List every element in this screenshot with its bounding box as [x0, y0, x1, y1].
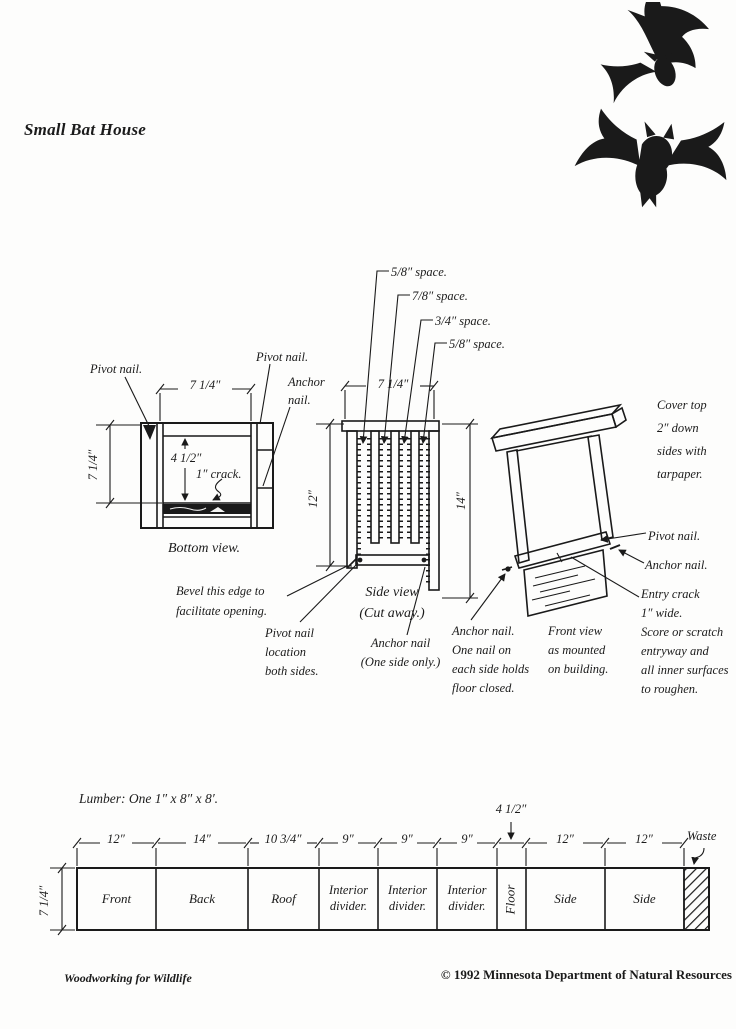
- piece-back: Back: [189, 890, 215, 906]
- side-view-width-dim: 7 1/4″: [377, 377, 409, 391]
- lumber-diagram: [50, 822, 710, 936]
- page-title: Small Bat House: [24, 120, 147, 139]
- piece-divider-2: Interior divider.: [388, 883, 427, 913]
- dim-side-2: 12″: [635, 832, 653, 846]
- piece-roof: Roof: [271, 890, 296, 906]
- front-view-anchor-note: Anchor nail. One nail on each side holds…: [452, 624, 530, 695]
- piece-divider-1: Interior divider.: [329, 883, 368, 913]
- piece-divider-3: Interior divider.: [447, 883, 487, 913]
- waste-piece: [683, 867, 710, 931]
- dim-divider-2: 9″: [401, 832, 413, 846]
- entry-crack-band: [163, 504, 251, 514]
- piece-side-1: Side: [554, 890, 577, 906]
- waste-arrow: [691, 847, 705, 865]
- bottom-view-height-dim: 7 1/4″: [85, 449, 100, 481]
- footer-copyright: © 1992 Minnesota Department of Natural R…: [440, 967, 732, 982]
- bottom-view-pivot-nail-left-label: Pivot nail.: [90, 362, 143, 376]
- front-view-caption: Front view as mounted on building.: [548, 624, 609, 676]
- side-view-space-label-2: 7/8″ space.: [412, 289, 468, 303]
- technical-drawings: [96, 270, 647, 636]
- side-view-caption: Side view (Cut away.): [359, 585, 425, 621]
- piece-front: Front: [101, 890, 132, 906]
- side-view-drawing: [286, 270, 478, 636]
- anchor-nail-right-peg: [609, 544, 621, 550]
- front-view-anchor-nail-label: Anchor nail.: [645, 558, 708, 572]
- bevel-note: Bevel this edge to facilitate opening.: [176, 584, 267, 618]
- dim-front: 12″: [107, 832, 125, 846]
- dim-roof: 10 3/4″: [264, 832, 302, 846]
- piece-floor: Floor: [502, 884, 518, 915]
- bottom-view-pivot-nail-right-label: Pivot nail.: [256, 350, 309, 364]
- lumber-height-dim: 7 1/4″: [36, 885, 51, 917]
- front-view-drawing: [470, 403, 647, 621]
- anchor-nail-dot: [421, 557, 427, 563]
- tarpaper-note: Cover top 2″ down sides with tarpaper.: [657, 398, 707, 481]
- dim-divider-1: 9″: [342, 832, 354, 846]
- dim-divider-3: 9″: [461, 832, 473, 846]
- dim-floor: 4 1/2″: [495, 802, 527, 816]
- side-view-space-label-3: 3/4″ space.: [435, 314, 491, 328]
- side-view-front-height-dim: 12″: [305, 490, 320, 508]
- pivot-nail-dot: [357, 557, 363, 563]
- floor-slat: [355, 554, 430, 566]
- footer-series-title: Woodworking for Wildlife: [64, 971, 192, 985]
- bottom-view-anchor-nail-label: Anchor nail.: [288, 375, 325, 407]
- floor-panel: [523, 548, 608, 618]
- waste-label: Waste: [687, 829, 717, 843]
- pivot-nail-location-note: Pivot nail location both sides.: [265, 626, 319, 678]
- bat-top: [600, 2, 710, 104]
- dim-back: 14″: [193, 832, 211, 846]
- lumber-title: Lumber: One 1″ x 8″ x 8′.: [79, 791, 219, 806]
- score-scratch-note: Score or scratch entryway and all inner …: [641, 625, 729, 696]
- anchor-nail-one-side-note: Anchor nail (One side only.): [360, 636, 441, 669]
- entry-crack-note: Entry crack 1″ wide.: [641, 587, 700, 620]
- side-view-space-label-1: 5/8″ space.: [391, 265, 447, 279]
- bottom-view-width-dim: 7 1/4″: [189, 378, 221, 392]
- bottom-view-inner-dim: 4 1/2″: [170, 451, 202, 465]
- dim-side-1: 12″: [556, 832, 574, 846]
- front-view-pivot-nail-label: Pivot nail.: [648, 529, 701, 543]
- bat-bottom: [574, 108, 727, 208]
- bottom-view-drawing: [96, 363, 291, 529]
- side-view-back-height-dim: 14″: [453, 492, 468, 510]
- pivot-nail-wedge: [143, 425, 156, 440]
- bottom-view-caption: Bottom view.: [168, 541, 241, 556]
- piece-side-2: Side: [633, 890, 656, 906]
- bat-illustration: [574, 2, 727, 208]
- side-view-space-label-4: 5/8″ space.: [449, 337, 505, 351]
- bottom-view-crack-label: 1″ crack.: [196, 467, 242, 481]
